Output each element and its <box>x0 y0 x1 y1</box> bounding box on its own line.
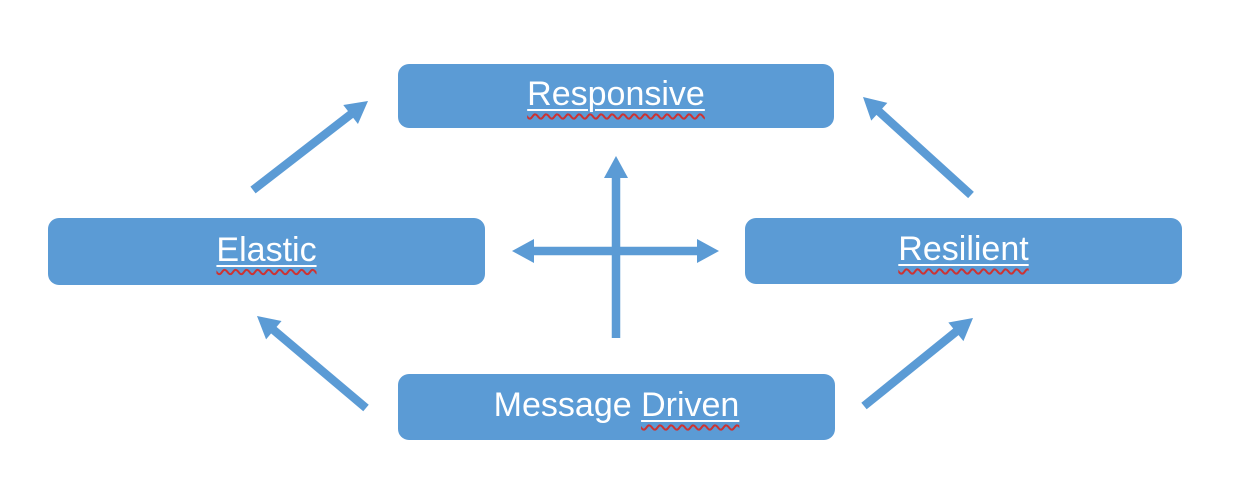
arrow-resilient-to-responsive <box>863 97 974 199</box>
node-resilient-underline: Resilient <box>898 230 1028 268</box>
node-message-driven-label: Message Driven <box>494 388 740 426</box>
node-elastic-underline: Elastic <box>216 231 316 269</box>
node-responsive-label: Responsive <box>527 77 705 115</box>
node-message-driven-plain-text: Message <box>493 386 642 424</box>
node-responsive-underlined-text: Responsive <box>527 75 705 113</box>
arrow-center-horizontal-double <box>512 239 719 263</box>
node-resilient-label: Resilient <box>898 232 1028 270</box>
node-elastic-label: Elastic <box>216 233 316 271</box>
node-responsive[interactable]: Responsive <box>398 64 834 128</box>
arrow-message-driven-to-resilient <box>861 318 973 410</box>
node-resilient[interactable]: Resilient <box>745 218 1182 284</box>
node-resilient-underlined-text: Resilient <box>898 230 1029 268</box>
arrow-center-vertical-up <box>604 156 628 338</box>
arrow-elastic-to-responsive <box>250 101 368 194</box>
arrow-message-driven-to-elastic <box>257 316 369 412</box>
node-elastic-underlined-text: Elastic <box>216 230 317 269</box>
node-elastic[interactable]: Elastic <box>48 218 485 285</box>
node-message-driven-underline: Driven <box>641 386 739 424</box>
node-message-driven[interactable]: Message Driven <box>398 374 835 440</box>
node-responsive-underline: Responsive <box>527 75 705 113</box>
node-message-driven-underlined-text: Driven <box>641 386 740 424</box>
